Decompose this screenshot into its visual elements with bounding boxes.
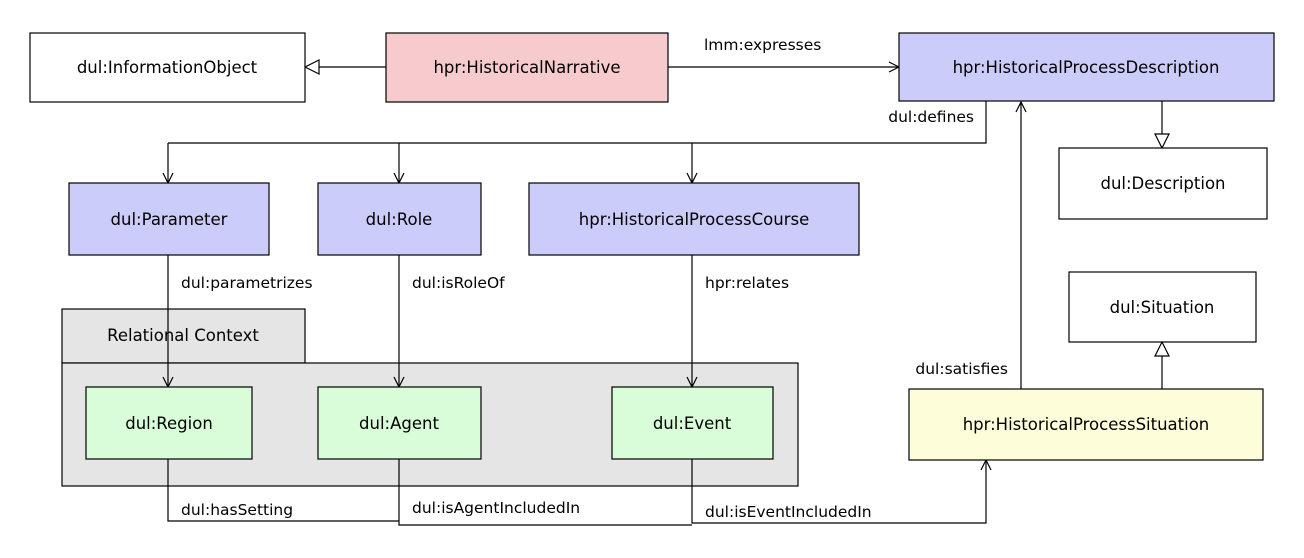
- node-label-historical-narrative: hpr:HistoricalNarrative: [433, 58, 620, 77]
- edge-label-is-role-of: dul:isRoleOf: [412, 274, 505, 292]
- node-role: dul:Role: [317, 182, 482, 256]
- node-information-object: dul:InformationObject: [29, 32, 306, 103]
- node-label-historical-process-course: hpr:HistoricalProcessCourse: [579, 210, 809, 229]
- edge-label-is-event-included-in: dul:isEventIncludedIn: [705, 503, 872, 521]
- edges: [167, 67, 1162, 526]
- edge-is-event-included-in: [691, 459, 986, 524]
- node-region: dul:Region: [85, 386, 253, 460]
- node-label-agent: dul:Agent: [359, 414, 439, 433]
- node-label-historical-process-situation: hpr:HistoricalProcessSituation: [963, 415, 1210, 434]
- node-event: dul:Event: [611, 386, 774, 460]
- edge-label-defines: dul:defines: [888, 108, 974, 126]
- edge-label-is-agent-included-in: dul:isAgentIncludedIn: [412, 499, 580, 517]
- node-label-information-object: dul:InformationObject: [77, 58, 258, 77]
- node-historical-narrative: hpr:HistoricalNarrative: [385, 32, 669, 103]
- node-label-description: dul:Description: [1100, 174, 1225, 193]
- edge-label-satisfies: dul:satisfies: [915, 360, 1008, 378]
- edge-defines-trunk: [168, 101, 987, 144]
- node-label-region: dul:Region: [125, 414, 213, 433]
- edge-is-agent-included-in: [398, 459, 692, 526]
- node-parameter: dul:Parameter: [68, 182, 270, 256]
- node-label-historical-process-description: hpr:HistoricalProcessDescription: [953, 58, 1220, 77]
- node-label-role: dul:Role: [366, 210, 433, 229]
- node-situation: dul:Situation: [1068, 271, 1257, 343]
- relational-context-label: Relational Context: [107, 326, 259, 345]
- nodes: dul:InformationObject hpr:HistoricalNarr…: [29, 32, 1275, 461]
- edge-label-has-setting: dul:hasSetting: [181, 501, 293, 519]
- node-label-situation: dul:Situation: [1110, 298, 1215, 317]
- node-label-event: dul:Event: [653, 414, 732, 433]
- relational-context-tab: [61, 308, 306, 364]
- edge-label-parametrizes: dul:parametrizes: [181, 274, 313, 292]
- node-description: dul:Description: [1058, 147, 1268, 220]
- edge-has-setting: [167, 459, 399, 522]
- edge-label-expresses: lmm:expresses: [704, 36, 821, 54]
- node-agent: dul:Agent: [317, 386, 482, 460]
- node-historical-process-description: hpr:HistoricalProcessDescription: [898, 32, 1275, 102]
- edge-labels: lmm:expresses dul:defines dul:parametriz…: [181, 36, 1008, 521]
- node-historical-process-course: hpr:HistoricalProcessCourse: [528, 182, 860, 256]
- node-label-parameter: dul:Parameter: [111, 210, 228, 229]
- edge-label-relates: hpr:relates: [705, 274, 789, 292]
- node-historical-process-situation: hpr:HistoricalProcessSituation: [908, 388, 1264, 461]
